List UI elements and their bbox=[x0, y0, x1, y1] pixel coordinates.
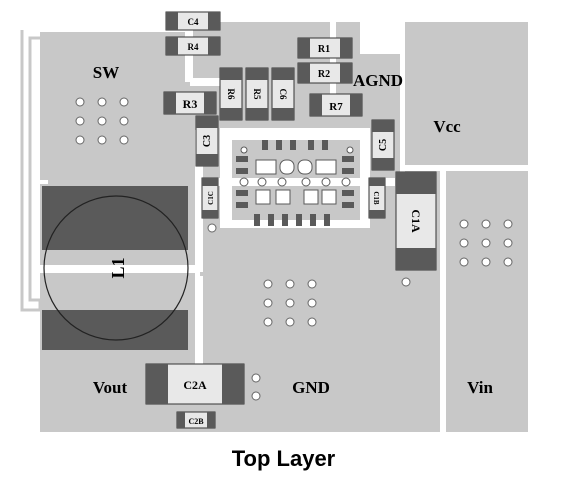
resistor-r4 bbox=[165, 36, 221, 56]
r5-label: R5 bbox=[252, 89, 262, 100]
inductor-l1 bbox=[42, 186, 189, 350]
net-label-vcc: Vcc bbox=[433, 117, 461, 136]
c4-label: C4 bbox=[188, 17, 199, 27]
resistor-r5 bbox=[245, 67, 269, 121]
c2a-label: C2A bbox=[183, 378, 207, 392]
ic-package bbox=[236, 140, 354, 226]
capacitor-c1a bbox=[395, 171, 437, 271]
capacitor-c1c bbox=[201, 177, 219, 219]
c2b-label: C2B bbox=[188, 417, 204, 426]
r1-label: R1 bbox=[318, 44, 330, 55]
net-label-vin: Vin bbox=[467, 378, 493, 397]
r3-label: R3 bbox=[183, 97, 198, 111]
capacitor-c6 bbox=[271, 67, 295, 121]
net-label-sw: SW bbox=[93, 63, 119, 82]
net-label-gnd: GND bbox=[292, 378, 330, 397]
capacitor-c2b bbox=[176, 411, 216, 429]
c6-label: C6 bbox=[278, 89, 288, 100]
c3-label: C3 bbox=[202, 135, 213, 147]
resistor-r1 bbox=[297, 37, 353, 59]
c1a-label: C1A bbox=[409, 209, 423, 233]
l1-label: L1 bbox=[108, 257, 128, 278]
vin-via-array bbox=[459, 219, 513, 267]
resistor-r2 bbox=[297, 62, 353, 84]
resistor-r7 bbox=[309, 93, 363, 117]
resistor-r3 bbox=[163, 91, 217, 115]
r4-label: R4 bbox=[188, 42, 199, 52]
net-label-vout: Vout bbox=[93, 378, 128, 397]
gnd-via-array bbox=[207, 223, 411, 401]
c1c-label: C1C bbox=[207, 191, 215, 205]
capacitor-c2a bbox=[145, 363, 245, 405]
sw-via-array bbox=[75, 97, 129, 145]
r2-label: R2 bbox=[318, 69, 330, 80]
c1b-label: C1B bbox=[372, 191, 380, 205]
net-label-agnd: AGND bbox=[353, 71, 403, 90]
layer-title: Top Layer bbox=[231, 446, 336, 471]
capacitor-c4 bbox=[165, 11, 221, 31]
r7-label: R7 bbox=[329, 101, 343, 113]
r6-label: R6 bbox=[226, 89, 236, 100]
resistor-r6 bbox=[219, 67, 243, 121]
capacitor-c3 bbox=[195, 115, 219, 167]
capacitor-c5 bbox=[371, 119, 395, 171]
c5-label: C5 bbox=[378, 139, 389, 151]
capacitor-c1b bbox=[368, 177, 386, 219]
